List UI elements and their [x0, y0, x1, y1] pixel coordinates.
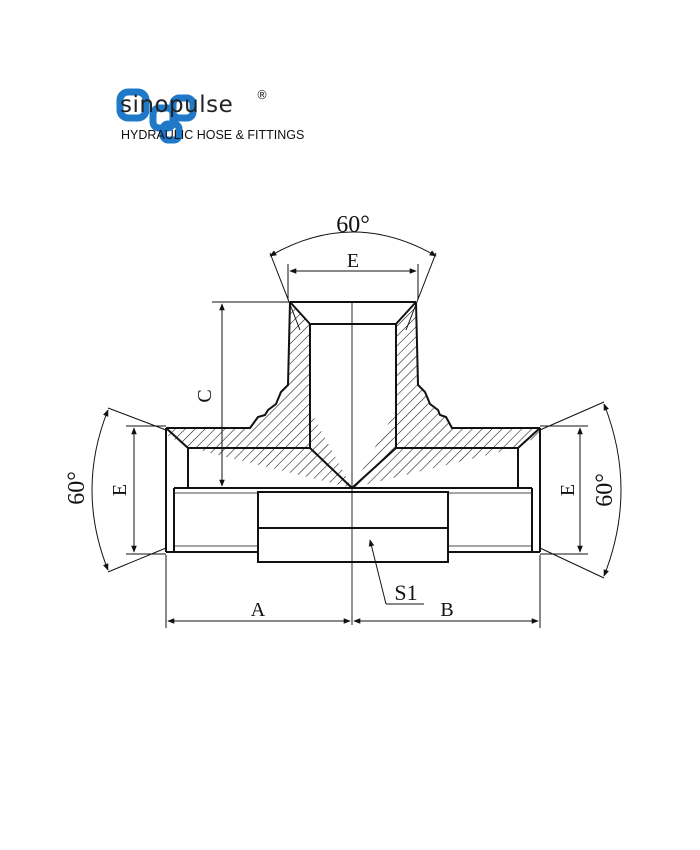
label-b: B	[440, 599, 453, 621]
label-c: C	[194, 389, 216, 402]
sinopulse-logo	[116, 88, 197, 144]
fitting-outline	[165, 301, 541, 563]
hatched-body	[166, 302, 540, 488]
registered-mark: ®	[256, 88, 268, 102]
label-angle-top: 60°	[336, 212, 370, 238]
label-s1: S1	[394, 580, 417, 605]
dimension-labels: 60° E C E 60° E 60° A B S1	[64, 212, 618, 621]
label-e-right: E	[557, 484, 579, 496]
thread-lines	[174, 492, 532, 547]
label-angle-left: 60°	[64, 471, 90, 505]
label-e-left: E	[109, 484, 131, 496]
label-a: A	[251, 599, 266, 621]
label-e-top: E	[347, 250, 359, 272]
label-angle-right: 60°	[592, 473, 618, 507]
brand-tagline: HYDRAULIC HOSE & FITTINGS	[121, 128, 305, 142]
brand-name: sinopulse	[120, 92, 234, 118]
dimension-lines	[91, 231, 622, 628]
